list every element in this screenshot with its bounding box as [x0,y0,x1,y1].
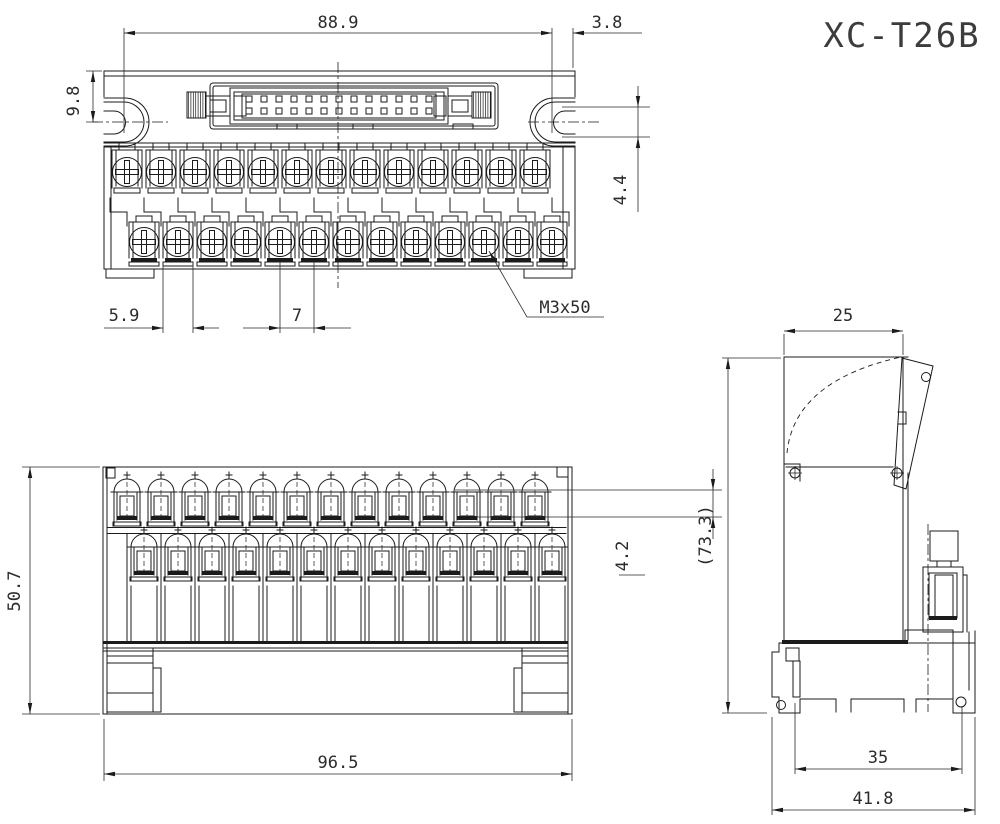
hinge-right [890,466,904,480]
dim-pitch-span: 88.9 [318,13,359,33]
end-plate-right [556,466,569,478]
cover-hole [921,372,931,382]
latch-right [447,91,492,119]
dim-pitch: 7 [292,306,302,326]
dim-top-width: 25 [833,306,853,326]
mounting-notch-right [528,97,600,147]
terminal-row-upper [111,142,551,194]
hinge-left [783,463,802,482]
idc-connector [186,82,499,130]
dim-notch-vert: 9.8 [64,86,84,117]
din-latch-front-left [106,647,162,713]
clamp-row-upper [110,471,552,527]
top-view [92,62,600,288]
cover-swing-arc [786,356,902,454]
latch-hole [785,647,800,662]
din-latch-front-right [513,647,569,713]
screw-spec-label: M3x50 [539,298,590,318]
foot-left [105,268,155,279]
mounting-notch-left [92,97,168,147]
dim-slot-width: 5.9 [109,306,140,326]
end-plate-left [105,467,116,479]
latch-left [186,91,231,119]
dim-height: 50.7 [5,571,25,612]
dim-right-offset: 3.8 [592,13,623,33]
dim-total-height: (73.3) [696,505,716,566]
hinged-cover-open [893,357,934,490]
dim-width: 96.5 [318,753,359,773]
dim-notch-height: 4.4 [611,175,631,206]
wire-channels [126,533,566,641]
dim-rail-span: 35 [868,748,888,768]
drawing-title: XC-T26B [823,16,980,56]
side-terminal-clamp [904,530,968,644]
side-view [771,356,976,714]
front-view [102,466,573,715]
dim-overall-depth: 41.8 [853,789,894,809]
din-rail-base [771,630,976,714]
dim-step: 4.2 [613,541,633,572]
foot-right [523,268,573,279]
dimension-annotations: 88.9 3.8 9.8 4.4 5.9 7 M3x50 50.7 [5,13,976,815]
connector-pins [245,95,433,115]
clamp-row-lower [127,526,569,582]
